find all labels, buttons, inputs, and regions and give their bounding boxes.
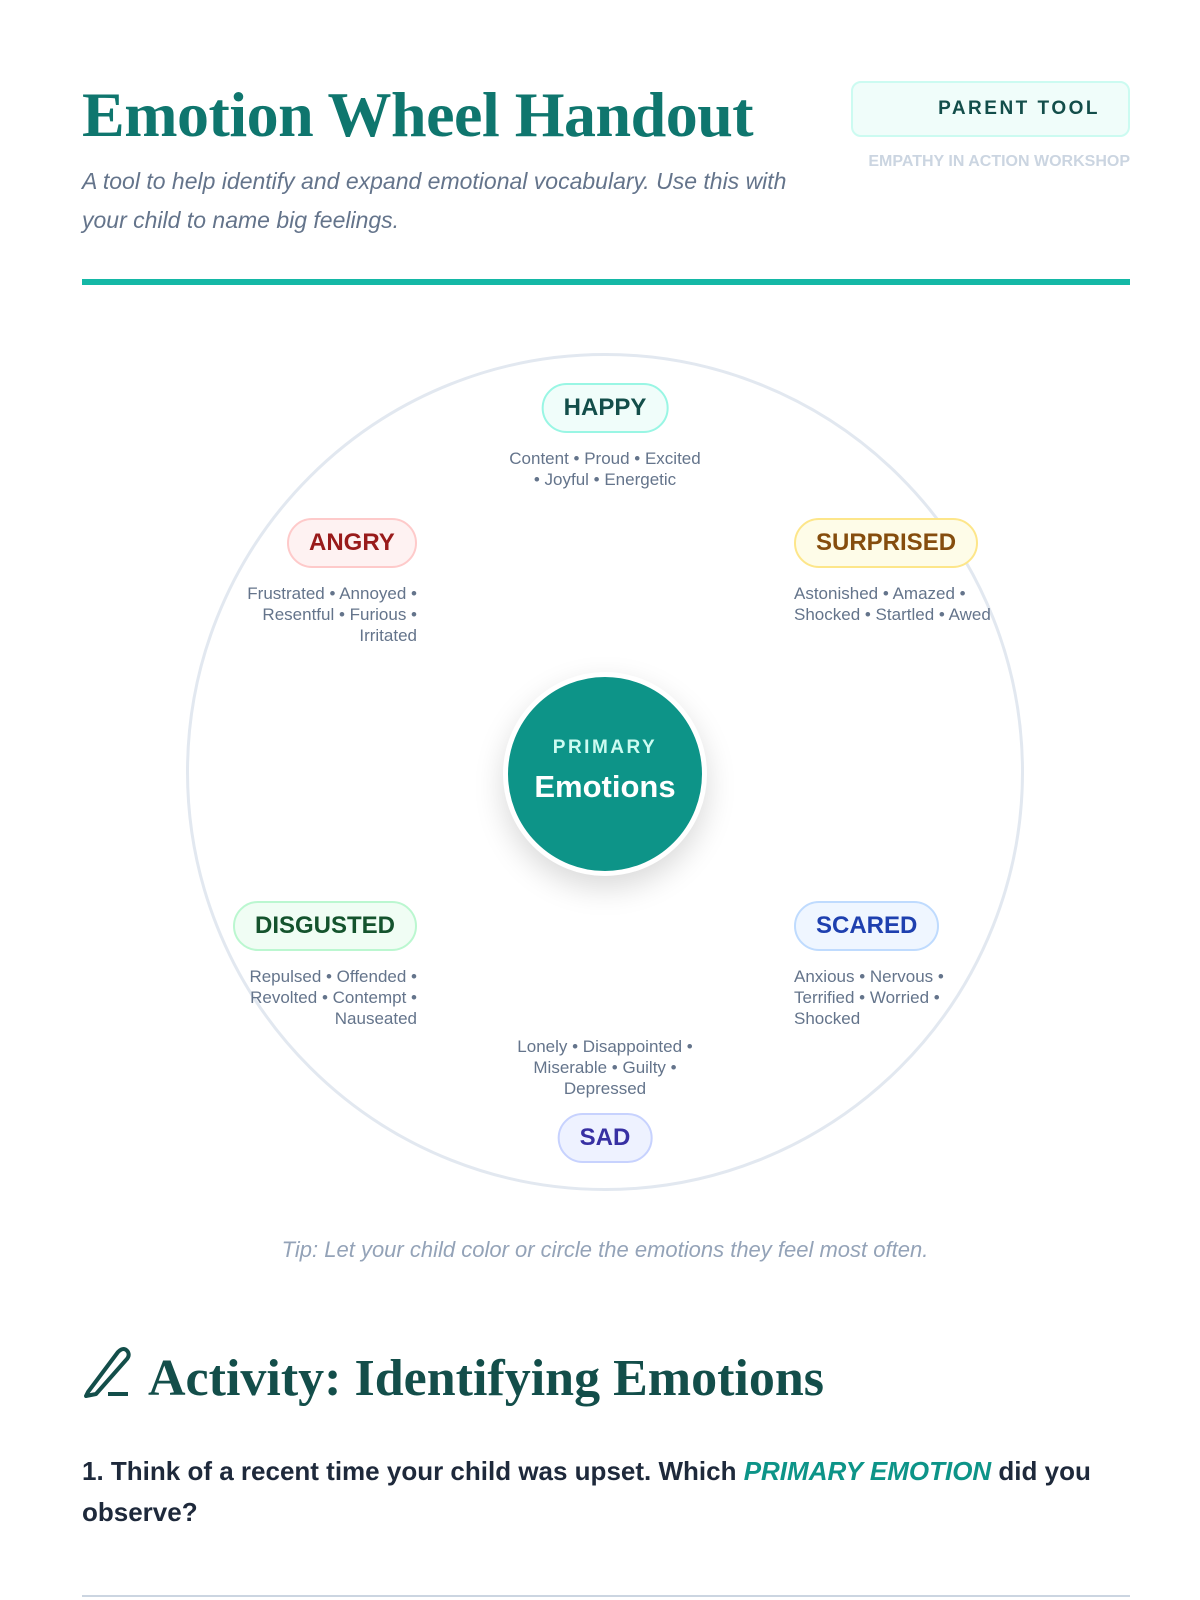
- emotion-words-sad: Lonely • Disappointed • Miserable • Guil…: [517, 1037, 693, 1098]
- question-1: 1. Think of a recent time your child was…: [82, 1451, 1142, 1533]
- page-title: Emotion Wheel Handout: [82, 79, 754, 150]
- q1-text-end: did you observe?: [82, 1456, 1091, 1527]
- q1-emphasis: PRIMARY EMOTION: [743, 1456, 992, 1486]
- emotion-pill-surprised: SURPRISED: [794, 518, 979, 568]
- activity-heading-text: Activity: Identifying Emotions: [148, 1350, 824, 1407]
- wheel-tip: Tip: Let your child color or circle the …: [281, 1237, 929, 1262]
- emotion-pill-scared: SCARED: [794, 901, 940, 951]
- emotion-words-happy: Content • Proud • Excited • Joyful • Ene…: [509, 449, 701, 489]
- emotion-pill-disgusted: DISGUSTED: [233, 901, 418, 951]
- emotion-words-disgusted: Repulsed • Offended • Revolted • Contemp…: [249, 967, 417, 1028]
- pencil-icon: [82, 1346, 132, 1411]
- header-divider: [82, 279, 1130, 285]
- activity-heading: Activity: Identifying Emotions: [82, 1346, 824, 1411]
- emotion-words-surprised: Astonished • Amazed • Shocked • Startled…: [794, 584, 991, 624]
- center-kicker: PRIMARY: [552, 737, 658, 758]
- emotion-wheel: [186, 353, 1024, 1191]
- q1-text: 1. Think of a recent time your child was…: [82, 1456, 744, 1486]
- workshop-label: EMPATHY IN ACTION WORKSHOP: [868, 153, 1130, 170]
- wheel-center: PRIMARY Emotions: [503, 672, 707, 876]
- emotion-words-angry: Frustrated • Annoyed • Resentful • Furio…: [247, 584, 417, 645]
- answer-line[interactable]: [82, 1595, 1130, 1597]
- parent-tool-badge: PARENT TOOL: [851, 81, 1130, 137]
- emotion-pill-happy: HAPPY: [541, 383, 669, 433]
- center-label: Emotions: [534, 769, 676, 804]
- emotion-words-scared: Anxious • Nervous • Terrified • Worried …: [794, 967, 944, 1028]
- page-subtitle: A tool to help identify and expand emoti…: [82, 168, 787, 233]
- emotion-pill-angry: ANGRY: [287, 518, 417, 568]
- emotion-pill-sad: SAD: [557, 1113, 653, 1163]
